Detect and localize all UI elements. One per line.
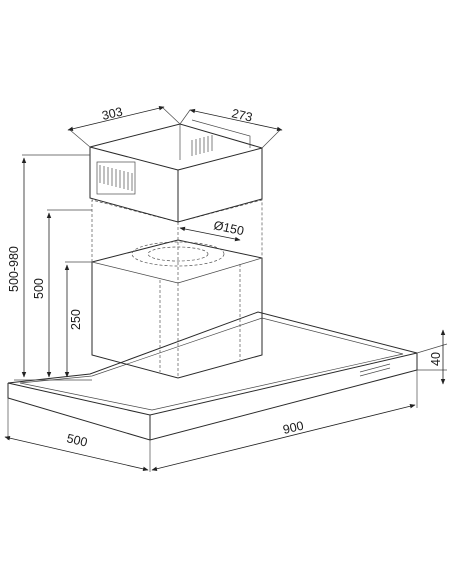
label-chimney-depth: 273 [230, 106, 254, 124]
extension-lines [7, 106, 448, 472]
upper-chimney [89, 119, 263, 223]
motor-housing [91, 239, 263, 379]
label-total-height: 500-980 [7, 246, 21, 292]
label-lower-height: 500 [32, 278, 46, 299]
hood-canopy [7, 311, 418, 441]
dimension-lines [4, 105, 446, 472]
label-motor-height: 250 [69, 309, 83, 330]
label-hood-depth: 500 [65, 431, 89, 449]
dim-line-900 [151, 404, 416, 471]
dim-line-303 [67, 105, 165, 132]
vent-slots [96, 135, 213, 195]
label-glass-thickness: 40 [429, 352, 443, 366]
label-hood-width: 900 [282, 419, 306, 437]
lower-chimney [91, 199, 263, 283]
dim-line-150 [179, 226, 241, 242]
dim-line-273 [189, 108, 283, 132]
label-duct-diameter: Ø150 [212, 218, 245, 238]
dimension-labels: 303 273 Ø150 500-980 500 250 40 900 500 [7, 105, 443, 450]
label-chimney-width: 303 [101, 105, 125, 123]
dim-line-500-depth [4, 435, 149, 472]
